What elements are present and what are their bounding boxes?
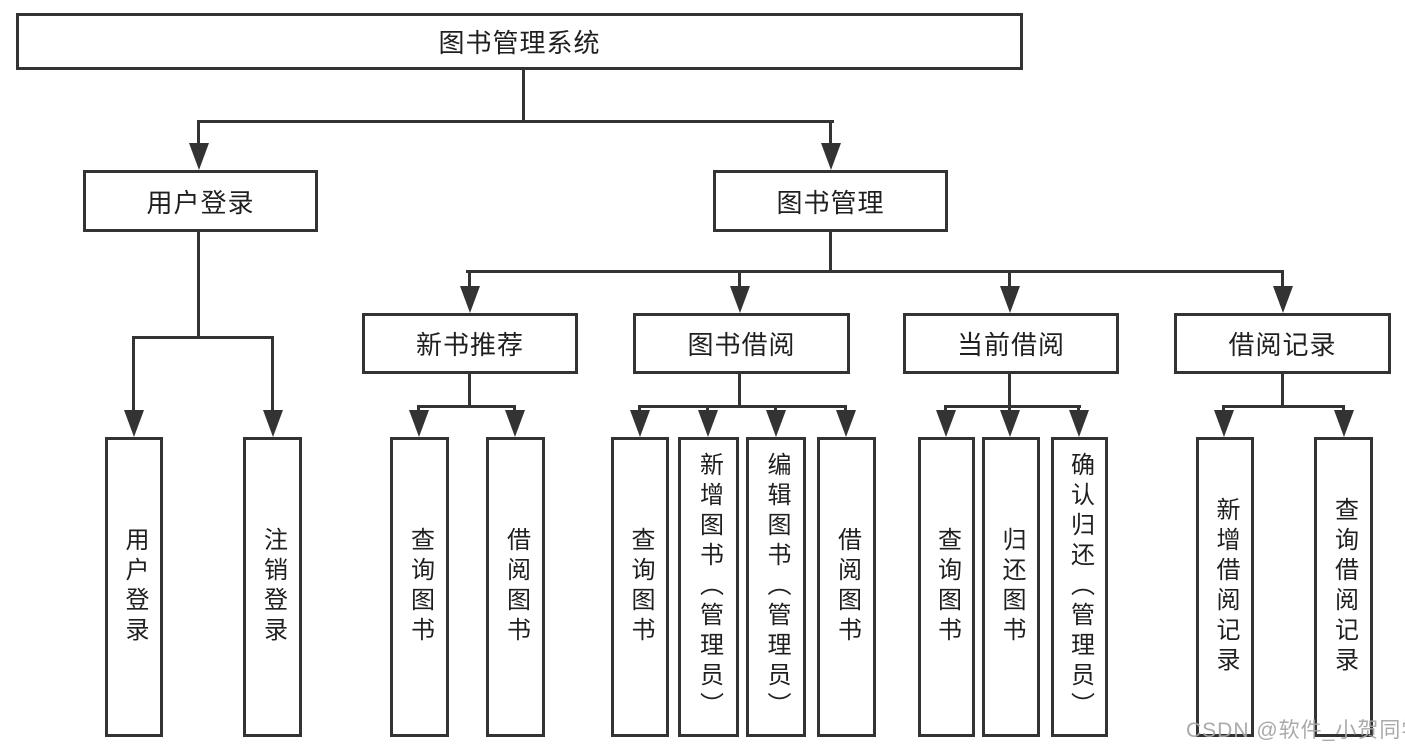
leaf-query-borrow-record-label: 查询借阅记录: [1330, 497, 1358, 677]
leaf-return-book-label: 归还图书: [998, 527, 1025, 647]
connector-arrow-shaft: [738, 270, 741, 292]
leaf-borrow-book-1-label: 借阅图书: [502, 527, 530, 647]
node-new-book-recommend: 新书推荐: [362, 313, 578, 374]
node-root-label: 图书管理系统: [438, 28, 601, 58]
connector-level3-rail: [466, 270, 1284, 273]
leaf-add-book-admin: 新增图书（管理员）: [678, 437, 739, 737]
node-book-management-label: 图书管理: [776, 187, 885, 218]
connector-arrow-shaft: [1008, 270, 1011, 292]
connector-user-login-stub: [197, 232, 200, 339]
arrow-down-icon: [730, 286, 750, 313]
arrow-down-icon: [1273, 286, 1293, 313]
connector-root-stub: [522, 69, 525, 122]
leaf-borrow-book-2-label: 借阅图书: [833, 527, 861, 647]
connector-arrow-shaft: [132, 336, 135, 416]
arrow-down-icon: [698, 410, 718, 437]
arrow-down-icon: [821, 143, 841, 170]
node-borrow-record-label: 借阅记录: [1228, 330, 1337, 360]
leaf-query-book-1: 查询图书: [390, 437, 449, 737]
arrow-down-icon: [1214, 410, 1234, 437]
leaf-add-borrow-record-label: 新增借阅记录: [1212, 497, 1239, 677]
node-root-library-system: 图书管理系统: [16, 13, 1023, 70]
node-borrow-record: 借阅记录: [1174, 313, 1391, 374]
node-new-book-recommend-label: 新书推荐: [415, 330, 524, 360]
connector-book-borrow-stub: [738, 373, 741, 408]
leaf-confirm-return-admin-label: 确认归还（管理员）: [1066, 452, 1094, 722]
leaf-user-login-label: 用户登录: [121, 527, 148, 647]
leaf-edit-book-admin-label: 编辑图书（管理员）: [763, 452, 790, 722]
node-book-borrow: 图书借阅: [633, 313, 850, 374]
connector-new-book-rail: [417, 405, 516, 408]
leaf-add-book-admin-label: 新增图书（管理员）: [695, 452, 723, 722]
connector-arrow-shaft: [197, 120, 200, 150]
arrow-down-icon: [505, 410, 525, 437]
leaf-confirm-return-admin: 确认归还（管理员）: [1051, 437, 1108, 737]
arrow-down-icon: [766, 410, 786, 437]
connector-borrow-record-rail: [1222, 405, 1345, 408]
connector-book-borrow-rail: [638, 405, 847, 408]
leaf-edit-book-admin: 编辑图书（管理员）: [746, 437, 806, 737]
connector-user-login-rail: [132, 336, 274, 339]
leaf-logout-label: 注销登录: [259, 527, 287, 647]
arrow-down-icon: [124, 410, 144, 437]
arrow-down-icon: [263, 410, 283, 437]
node-user-login: 用户登录: [83, 170, 318, 232]
leaf-logout: 注销登录: [243, 437, 302, 737]
connector-current-borrow-rail: [944, 405, 1081, 408]
leaf-query-book-2: 查询图书: [611, 437, 669, 737]
node-user-login-label: 用户登录: [146, 187, 255, 218]
arrow-down-icon: [1000, 286, 1020, 313]
leaf-return-book: 归还图书: [982, 437, 1040, 737]
leaf-query-book-1-label: 查询图书: [406, 527, 434, 647]
connector-arrow-shaft: [829, 120, 832, 150]
arrow-down-icon: [630, 410, 650, 437]
connector-arrow-shaft: [1281, 270, 1284, 292]
leaf-user-login: 用户登录: [105, 437, 163, 737]
connector-level2-rail: [197, 120, 834, 123]
connector-arrow-shaft: [271, 336, 274, 416]
connector-book-mgmt-stub: [829, 232, 832, 272]
connector-new-book-stub: [468, 373, 471, 408]
node-current-borrow: 当前借阅: [903, 313, 1119, 374]
arrow-down-icon: [936, 410, 956, 437]
arrow-down-icon: [1334, 410, 1354, 437]
connector-arrow-shaft: [468, 270, 471, 292]
leaf-query-book-3: 查询图书: [918, 437, 975, 737]
arrow-down-icon: [1069, 410, 1089, 437]
node-book-borrow-label: 图书借阅: [687, 330, 796, 360]
leaf-query-borrow-record: 查询借阅记录: [1314, 437, 1373, 737]
arrow-down-icon: [189, 143, 209, 170]
leaf-query-book-2-label: 查询图书: [627, 527, 654, 647]
node-book-management: 图书管理: [713, 170, 948, 232]
connector-borrow-record-stub: [1281, 373, 1284, 408]
node-current-borrow-label: 当前借阅: [956, 330, 1065, 360]
watermark-text: CSDN @软件_小贺同学: [1186, 719, 1405, 742]
arrow-down-icon: [1000, 410, 1020, 437]
arrow-down-icon: [836, 410, 856, 437]
arrow-down-icon: [460, 286, 480, 313]
arrow-down-icon: [409, 410, 429, 437]
leaf-query-book-3-label: 查询图书: [933, 527, 961, 647]
connector-current-borrow-stub: [1008, 373, 1011, 408]
leaf-borrow-book-1: 借阅图书: [486, 437, 545, 737]
leaf-borrow-book-2: 借阅图书: [817, 437, 876, 737]
leaf-add-borrow-record: 新增借阅记录: [1196, 437, 1254, 737]
